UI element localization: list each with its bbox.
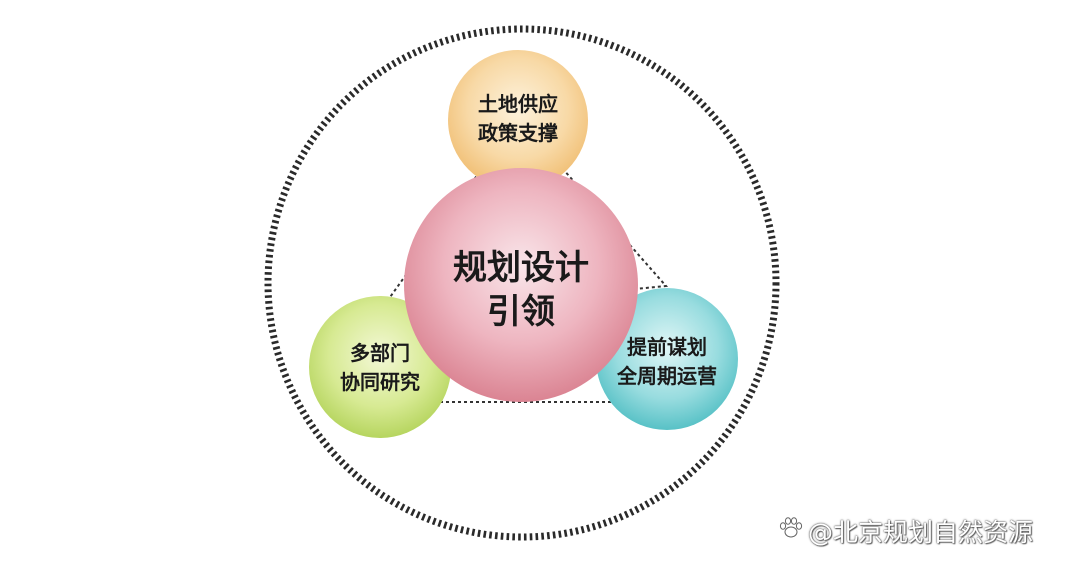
node-planning-design-circle: [404, 168, 638, 402]
node-planning-design: 规划设计 引领: [404, 168, 638, 402]
node-land-supply-line1: 土地供应: [478, 92, 558, 116]
node-lifecycle-operation-circle: [596, 288, 738, 430]
node-land-supply: 土地供应 政策支撑: [448, 50, 588, 190]
node-multi-department-line2: 协同研究: [340, 370, 420, 394]
node-planning-design-line1: 规划设计: [453, 248, 589, 288]
node-land-supply-circle: [448, 50, 588, 190]
watermark-text: @北京规划自然资源: [808, 518, 1034, 547]
watermark: @北京规划自然资源: [778, 513, 1033, 549]
outer-dotted-ring: [264, 25, 780, 541]
node-planning-design-line2: 引领: [487, 292, 555, 332]
node-multi-department-line1: 多部门: [350, 341, 410, 365]
node-lifecycle-operation: 提前谋划 全周期运营: [596, 288, 738, 430]
node-land-supply-line2: 政策支撑: [478, 121, 558, 145]
paw-icon: [778, 516, 804, 546]
node-lifecycle-operation-line1: 提前谋划: [627, 335, 707, 359]
node-lifecycle-operation-line2: 全周期运营: [616, 364, 717, 388]
